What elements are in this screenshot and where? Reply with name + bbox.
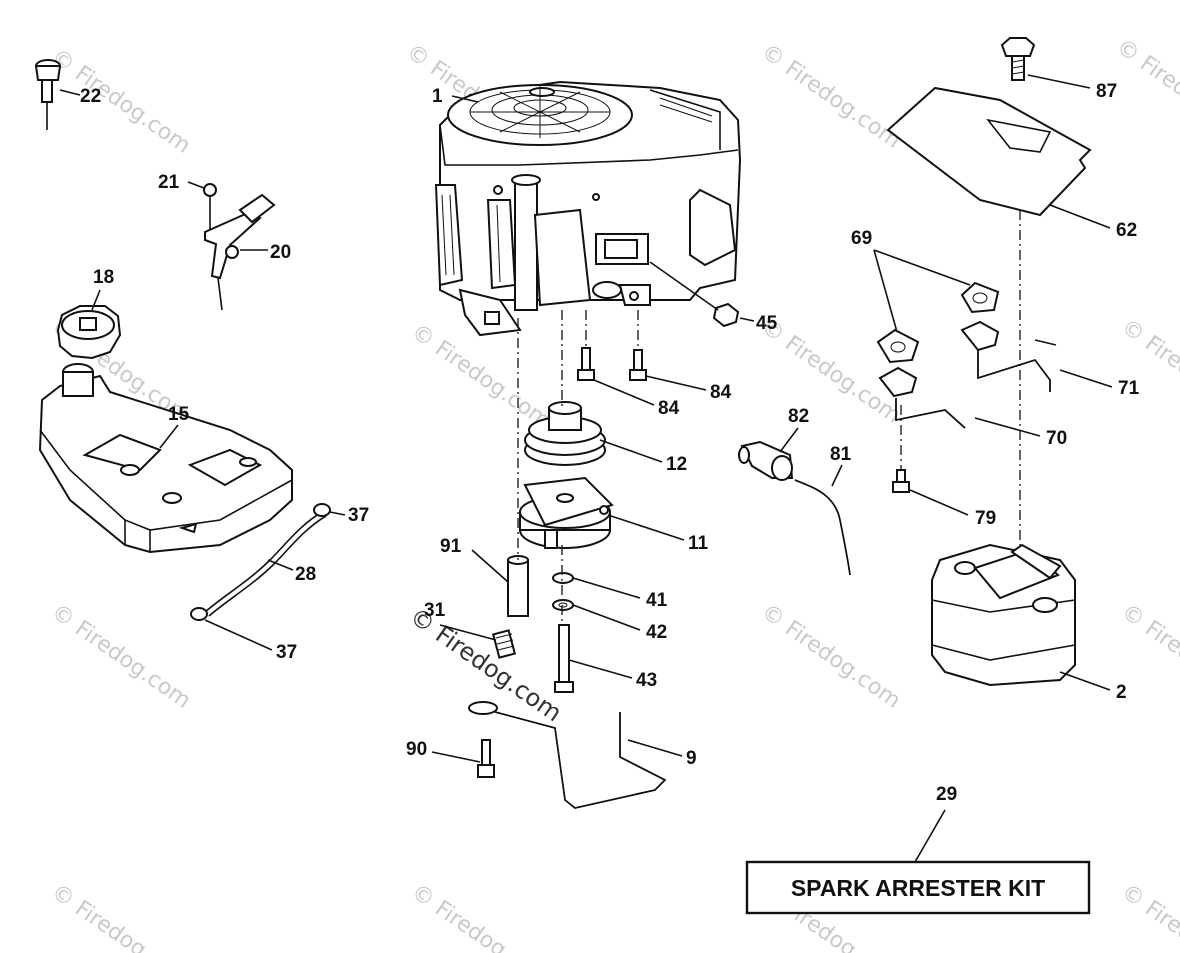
callout-70: 70 bbox=[1046, 428, 1067, 449]
watermark: © Firedog.com bbox=[757, 599, 905, 713]
leader-lines bbox=[59, 74, 1113, 863]
watermark: © Firedog.com bbox=[1112, 34, 1180, 148]
callout-71: 71 bbox=[1118, 378, 1140, 399]
callout-62: 62 bbox=[1116, 220, 1137, 241]
callout-11: 11 bbox=[688, 533, 709, 554]
part-90-bolt bbox=[477, 739, 495, 778]
part-70-exhaust-pipe bbox=[878, 366, 966, 429]
callout-84: 84 bbox=[658, 398, 680, 419]
spark-arrester-kit-box: SPARK ARRESTER KIT bbox=[745, 860, 1091, 915]
callout-41: 41 bbox=[646, 590, 668, 611]
callout-45: 45 bbox=[756, 313, 778, 334]
callout-37: 37 bbox=[348, 505, 369, 526]
watermark: © Firedog.com bbox=[1117, 879, 1180, 953]
callout-90: 90 bbox=[406, 739, 427, 760]
callout-43: 43 bbox=[636, 670, 657, 691]
part-41-42-43-hardware bbox=[552, 572, 574, 693]
callout-22: 22 bbox=[80, 86, 101, 107]
part-15-fuel-tank bbox=[38, 363, 293, 554]
watermark: © Firedog.com bbox=[757, 39, 905, 153]
part-69-gaskets bbox=[876, 281, 1000, 364]
callout-91: 91 bbox=[440, 536, 462, 557]
watermark: © Firedog.com bbox=[47, 44, 195, 158]
watermark: © Firedog.com bbox=[757, 314, 905, 428]
part-82-fitting bbox=[738, 440, 794, 481]
part-31-spring bbox=[491, 629, 517, 659]
callout-18: 18 bbox=[93, 267, 114, 288]
part-11-pto-clutch bbox=[519, 476, 614, 549]
callout-9: 9 bbox=[686, 748, 697, 769]
callout-69: 69 bbox=[851, 228, 872, 249]
callout-1: 1 bbox=[432, 86, 443, 107]
callout-20: 20 bbox=[270, 242, 291, 263]
watermark: © Firedog.com bbox=[407, 879, 555, 953]
part-20-throttle-bracket bbox=[203, 183, 276, 311]
callout-21: 21 bbox=[158, 172, 180, 193]
callout-37: 37 bbox=[276, 642, 297, 663]
callout-29: 29 bbox=[936, 784, 957, 805]
callout-31: 31 bbox=[424, 600, 446, 621]
part-9-rod bbox=[468, 701, 667, 809]
watermark: © Firedog.com bbox=[47, 599, 195, 713]
callout-labels: 22 21 20 18 15 37 28 37 1 45 84 84 12 11… bbox=[80, 81, 1140, 805]
callout-2: 2 bbox=[1116, 682, 1127, 703]
callout-28: 28 bbox=[295, 564, 316, 585]
part-22-knob bbox=[34, 59, 62, 130]
callout-84: 84 bbox=[710, 382, 732, 403]
callout-87: 87 bbox=[1096, 81, 1117, 102]
part-87-screw bbox=[1000, 37, 1036, 81]
watermark: © Firedog.com bbox=[1117, 314, 1180, 428]
part-45-nut bbox=[649, 261, 740, 328]
part-62-heat-shield bbox=[886, 86, 1092, 217]
alignment-lines bbox=[517, 130, 1021, 625]
part-71-exhaust-pipe bbox=[960, 320, 1057, 392]
watermark: © Firedog.com bbox=[47, 879, 195, 953]
part-79-bolt bbox=[892, 469, 910, 493]
spark-arrester-kit-label: SPARK ARRESTER KIT bbox=[791, 875, 1045, 901]
part-2-muffler bbox=[931, 543, 1076, 687]
part-12-pulley bbox=[524, 401, 606, 466]
callout-79: 79 bbox=[975, 508, 996, 529]
callout-82: 82 bbox=[788, 406, 809, 427]
part-18-fuel-cap bbox=[56, 305, 122, 360]
callout-15: 15 bbox=[168, 404, 190, 425]
part-1-engine bbox=[434, 80, 742, 337]
callout-42: 42 bbox=[646, 622, 667, 643]
part-84-bolts bbox=[577, 347, 647, 381]
callout-12: 12 bbox=[666, 454, 687, 475]
callout-81: 81 bbox=[830, 444, 852, 465]
part-81-hose bbox=[794, 479, 851, 576]
watermark: © Firedog.com bbox=[407, 319, 555, 433]
part-91-sleeve bbox=[507, 555, 529, 617]
